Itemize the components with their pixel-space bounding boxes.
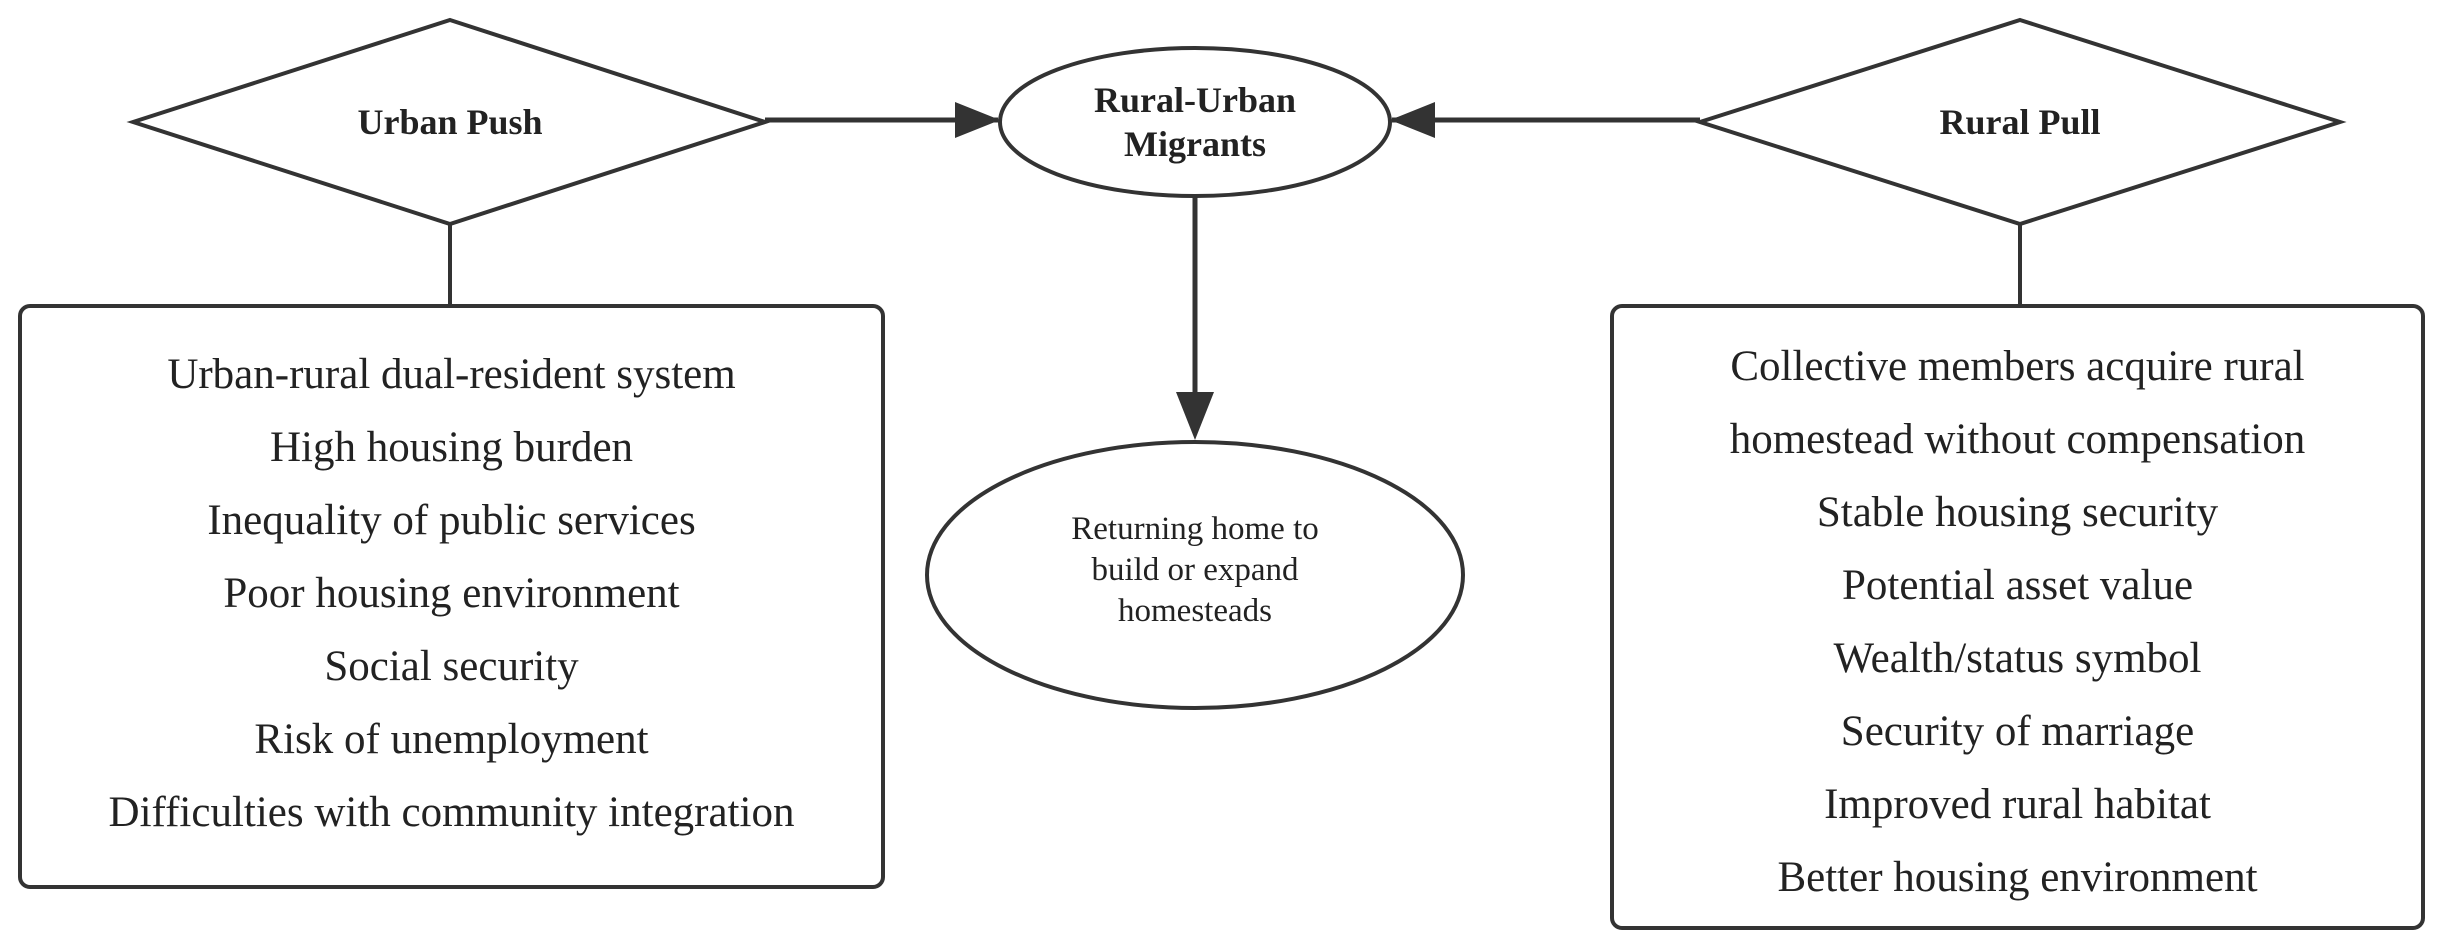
rural-pull-factor-list: Collective members acquire rural homeste…: [1614, 330, 2421, 914]
push-factor-item: Urban-rural dual-resident system: [167, 351, 736, 398]
pull-factor-item: Security of marriage: [1840, 708, 2195, 755]
push-factor-item: Social security: [324, 643, 579, 690]
push-factor-item: Difficulties with community integration: [108, 789, 795, 836]
urban-push-factor-box: Urban-rural dual-resident system High ho…: [18, 304, 885, 889]
urban-push-title: Urban Push: [357, 102, 543, 142]
push-factor-item: Poor housing environment: [223, 570, 680, 617]
push-factor-item: Risk of unemployment: [254, 716, 649, 763]
outcome-ellipse: [925, 440, 1465, 710]
outcome-line-1: Returning home to: [1071, 510, 1319, 547]
pull-factor-item: Wealth/status symbol: [1833, 635, 2202, 682]
pull-factor-item: Potential asset value: [1841, 562, 2194, 609]
pull-factor-item: Better housing environment: [1777, 854, 2258, 901]
pull-factor-item: Collective members acquire rural: [1730, 343, 2305, 390]
pull-factor-item: homestead without compensation: [1729, 416, 2306, 463]
arrowhead-push: [955, 102, 1000, 138]
outcome-line-3: homesteads: [1118, 592, 1272, 629]
push-factor-item: High housing burden: [269, 424, 634, 471]
migrants-line-1: Rural-Urban: [1093, 80, 1296, 120]
outcome-line-2: build or expand: [1091, 551, 1299, 588]
arrowhead-down: [1176, 392, 1214, 440]
pull-factor-item: Improved rural habitat: [1824, 781, 2211, 828]
urban-push-label: Urban Push: [220, 92, 680, 152]
arrowhead-pull: [1390, 102, 1435, 138]
push-factor-item: Inequality of public services: [207, 497, 696, 544]
outcome-label: Returning home to build or expand homest…: [960, 505, 1430, 635]
migrants-line-2: Migrants: [1124, 124, 1266, 164]
rural-pull-title: Rural Pull: [1939, 102, 2101, 142]
pull-factor-item: Stable housing security: [1816, 489, 2219, 536]
rural-pull-label: Rural Pull: [1790, 92, 2250, 152]
rural-pull-factor-box: Collective members acquire rural homeste…: [1610, 304, 2425, 930]
urban-push-factor-list: Urban-rural dual-resident system High ho…: [22, 338, 881, 849]
migrants-label: Rural-Urban Migrants: [1020, 72, 1370, 172]
